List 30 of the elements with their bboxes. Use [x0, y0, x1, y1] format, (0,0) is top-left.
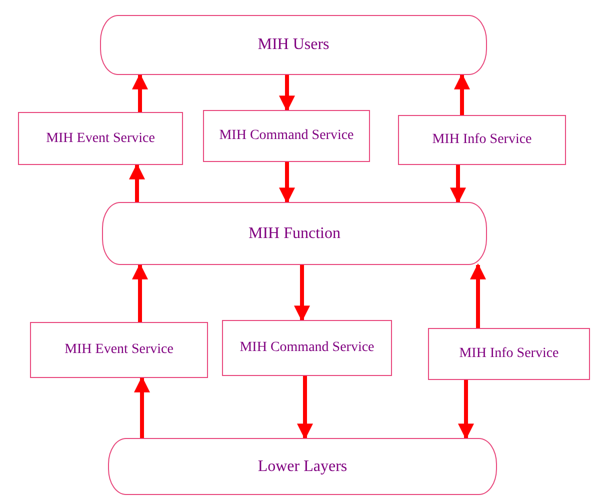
service-box [398, 115, 566, 165]
rounded-box [100, 15, 487, 75]
service-box [222, 320, 392, 376]
arrow [279, 162, 295, 204]
node-label: MIH Info Service [432, 132, 532, 148]
node-label: MIH Event Service [46, 130, 155, 146]
arrow [129, 163, 145, 202]
service-box [30, 322, 208, 378]
arrow [294, 265, 310, 322]
arrow [297, 376, 313, 440]
node-label: MIH Event Service [64, 342, 174, 358]
node-label: MIH Info Service [459, 346, 559, 362]
node-label: MIH Function [248, 224, 340, 242]
arrow [454, 73, 470, 115]
arrow [458, 380, 474, 440]
rounded-box [108, 438, 497, 495]
node-label: MIH Command Service [240, 340, 374, 356]
node-label: MIH Users [258, 36, 330, 54]
node-label: MIH Command Service [219, 128, 354, 144]
rounded-box [102, 202, 487, 265]
arrow [132, 73, 148, 112]
arrow [470, 263, 486, 328]
arrow [132, 263, 148, 322]
arrow [279, 75, 295, 112]
node-label: Lower Layers [258, 458, 348, 476]
service-box [18, 112, 183, 165]
service-box [203, 110, 370, 162]
arrow [134, 376, 150, 438]
service-box [428, 328, 590, 380]
arrow [450, 165, 466, 204]
